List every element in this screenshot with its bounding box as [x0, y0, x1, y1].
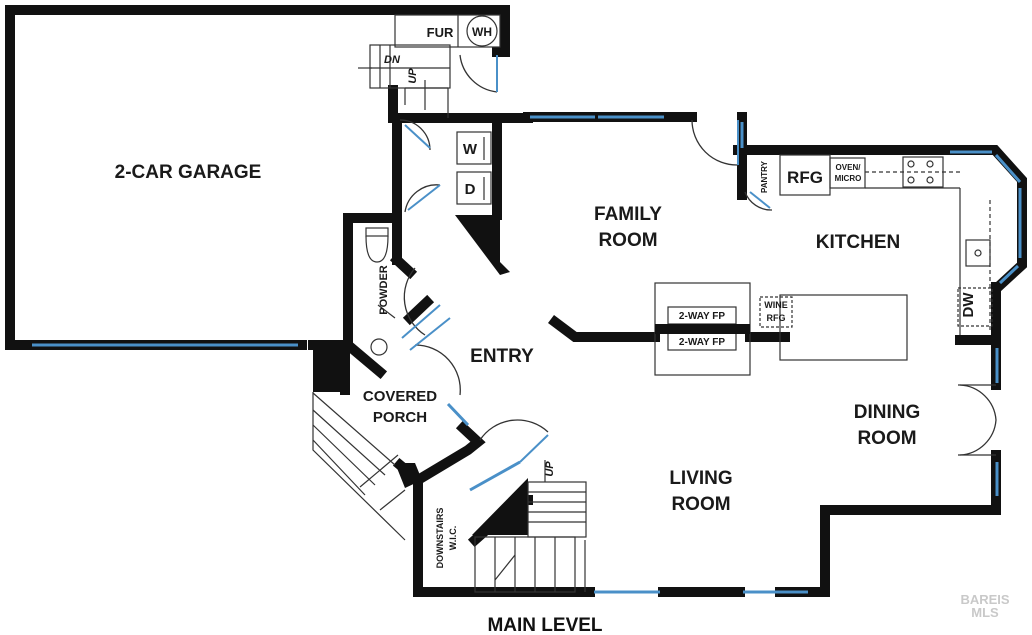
wic-label-line2: W.I.C. — [448, 526, 458, 551]
wall-wedges — [313, 215, 528, 535]
door-swings — [399, 54, 997, 463]
watermark-line1: BAREIS — [960, 592, 1009, 607]
dining-room-label-line2: ROOM — [857, 428, 916, 449]
fixture-labels: FUR WH W D RFG OVEN/ MICRO 2-WAY FP 2-WA… — [384, 25, 977, 477]
floor-title: MAIN LEVEL — [487, 615, 602, 635]
furnace-label: FUR — [427, 25, 454, 40]
wic-label-line1: DOWNSTAIRS — [435, 508, 445, 569]
stair-up-label-upper: UP — [407, 68, 419, 84]
windows — [32, 115, 1022, 594]
garage-label: 2-CAR GARAGE — [115, 162, 262, 183]
covered-porch-label-line2: PORCH — [373, 409, 427, 426]
dishwasher-label: DW — [960, 292, 977, 318]
stair-down-label: DN — [384, 54, 401, 66]
covered-porch-label-line1: COVERED — [363, 388, 437, 405]
fireplace-label-top: 2-WAY FP — [679, 311, 725, 322]
refrigerator-label: RFG — [787, 168, 823, 187]
living-room-label-line2: ROOM — [671, 494, 730, 515]
wine-rfg-label-line1: WINE — [764, 300, 788, 310]
living-room-label-line1: LIVING — [669, 468, 732, 489]
oven-label-line2: MICRO — [835, 174, 862, 183]
powder-label: POWDER — [378, 265, 390, 315]
watermark-line2: MLS — [971, 605, 999, 620]
family-room-label-line2: ROOM — [598, 230, 657, 251]
dryer-label: D — [465, 181, 476, 198]
pantry-label: PANTRY — [760, 160, 769, 193]
water-heater-label: WH — [472, 25, 492, 39]
kitchen-label: KITCHEN — [816, 232, 900, 253]
fireplace-label-bottom: 2-WAY FP — [679, 337, 725, 348]
entry-label: ENTRY — [470, 346, 534, 367]
dining-room-label-line1: DINING — [854, 402, 921, 423]
wine-rfg-label-line2: RFG — [767, 313, 786, 323]
stair-up-label-lower: UP — [544, 461, 556, 477]
washer-label: W — [463, 141, 478, 158]
family-room-label-line1: FAMILY — [594, 204, 662, 225]
room-labels: 2-CAR GARAGE FAMILY ROOM KITCHEN ENTRY C… — [115, 160, 921, 568]
oven-label-line1: OVEN/ — [836, 163, 862, 172]
fixtures — [312, 14, 993, 593]
